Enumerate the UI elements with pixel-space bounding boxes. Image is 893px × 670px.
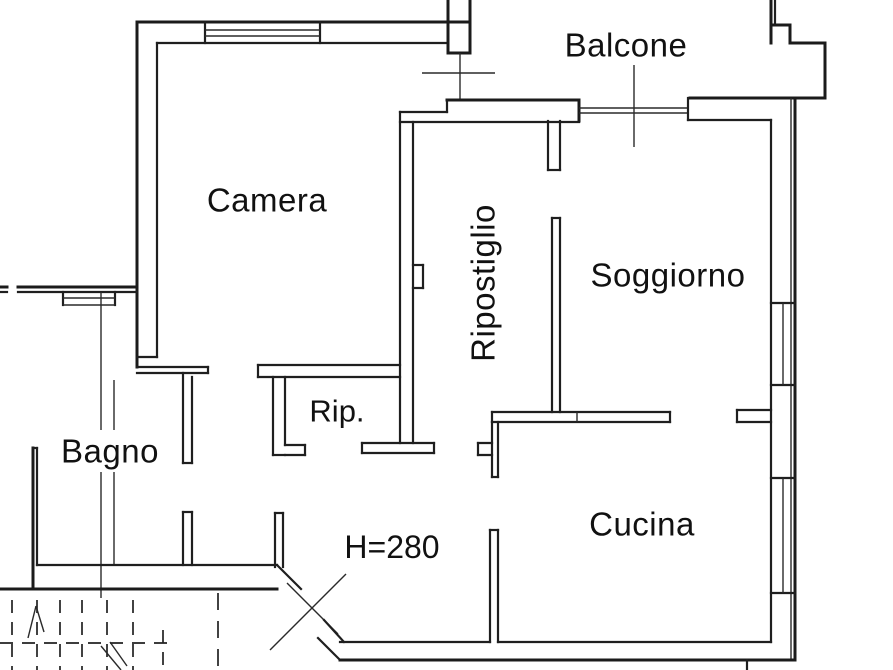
room-label-balcone: Balcone (565, 27, 688, 64)
room-label-soggiorno: Soggiorno (591, 257, 746, 294)
ceiling-height-annotation: H=280 (344, 529, 439, 565)
room-label-rip: Rip. (309, 394, 364, 429)
bagno-label-mask (45, 430, 173, 472)
entrance-door (269, 573, 347, 662)
soggiorno-walls (686, 96, 827, 662)
balcone-walls (579, 0, 827, 147)
room-label-bagno: Bagno (61, 433, 159, 470)
bagno-walls (0, 371, 303, 591)
room-label-cucina: Cucina (589, 506, 695, 543)
camera-walls (135, 0, 495, 369)
cucina-walls (338, 408, 797, 670)
room-label-ripostiglio: Ripostiglio (465, 204, 502, 362)
room-label-camera: Camera (207, 182, 328, 219)
left-exterior-walls (0, 285, 139, 598)
staircase-dashed (0, 593, 219, 670)
labels-layer: Balcone Camera Ripostiglio Soggiorno Rip… (45, 27, 746, 565)
ripostiglio-walls (360, 98, 581, 455)
walls-layer (0, 0, 827, 670)
rip-walls (135, 363, 402, 457)
